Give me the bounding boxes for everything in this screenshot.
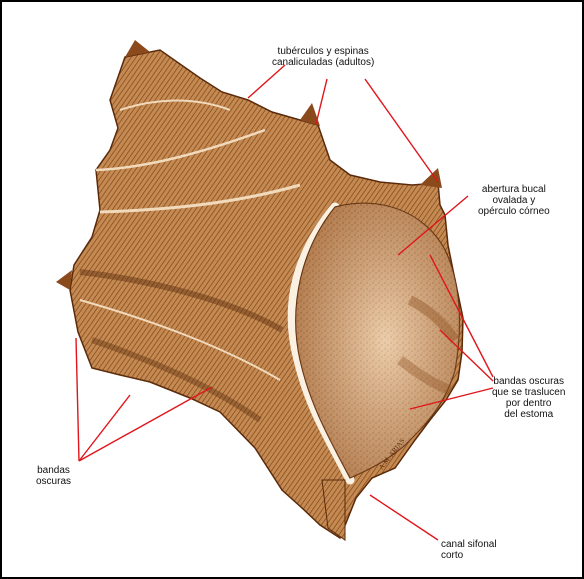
leader-line-bandas-oscuras <box>79 395 130 461</box>
leader-line-canal <box>370 495 438 540</box>
leader-line-tuberculos <box>248 65 285 98</box>
label-tuberculos: tubérculos y espinas canaliculadas (adul… <box>272 46 374 68</box>
leader-line-bandas-oscuras <box>79 387 212 461</box>
label-canal-sifonal: canal sifonal corto <box>441 539 497 561</box>
leader-line-tuberculos <box>365 79 438 182</box>
label-bandas-traslucen: bandas oscuras que se traslucen por dent… <box>492 376 565 420</box>
label-abertura-bucal: abertura bucal ovalada y opérculo córneo <box>478 184 550 217</box>
label-bandas-oscuras: bandas oscuras <box>36 465 71 487</box>
leader-line-tuberculos <box>316 79 327 124</box>
leader-line-bandas-oscuras <box>76 338 79 461</box>
spine <box>56 270 72 290</box>
siphonal-canal <box>322 480 345 540</box>
